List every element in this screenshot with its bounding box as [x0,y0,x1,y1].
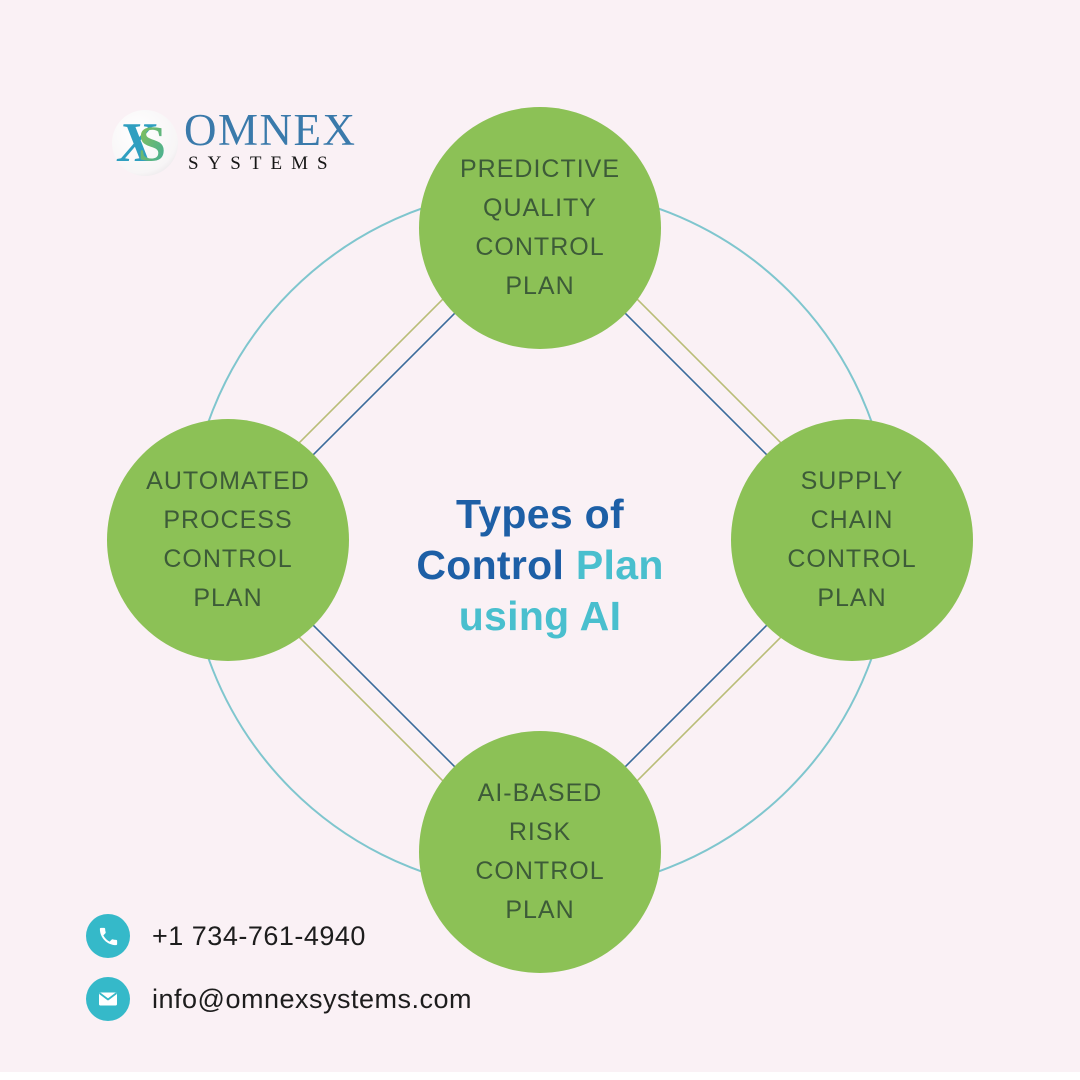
title-line-2: Control Plan [416,542,664,588]
omnex-logo-mark-icon: X S [112,110,178,176]
svg-text:S: S [138,115,166,171]
title-line-3: using AI [458,593,622,639]
footer-strip [0,1072,1080,1080]
title-line-1: Types of [456,491,624,537]
node-predictive-quality-control-plan: PREDICTIVE QUALITY CONTROL PLAN [419,107,661,349]
email-address[interactable]: info@omnexsystems.com [152,983,472,1014]
phone-icon [86,914,130,958]
phone-number[interactable]: +1 734-761-4940 [152,920,366,951]
node-ai-based-risk-control-plan: AI-BASED RISK CONTROL PLAN [419,731,661,973]
logo-tagline: SYSTEMS [188,152,337,174]
svg-text:X: X [116,112,157,174]
logo-text: OMNEX SYSTEMS [184,104,357,175]
node-supply-chain-control-plan: SUPPLY CHAIN CONTROL PLAN [731,419,973,661]
phone-contact[interactable]: +1 734-761-4940 [86,914,366,958]
page-title: Types of Control Plan using AI [330,489,750,642]
logo-name: OMNEX [184,104,357,155]
mail-icon [86,977,130,1021]
email-contact[interactable]: info@omnexsystems.com [86,977,472,1021]
node-automated-process-control-plan: AUTOMATED PROCESS CONTROL PLAN [107,419,349,661]
company-logo: X S OMNEX SYSTEMS [110,102,357,180]
